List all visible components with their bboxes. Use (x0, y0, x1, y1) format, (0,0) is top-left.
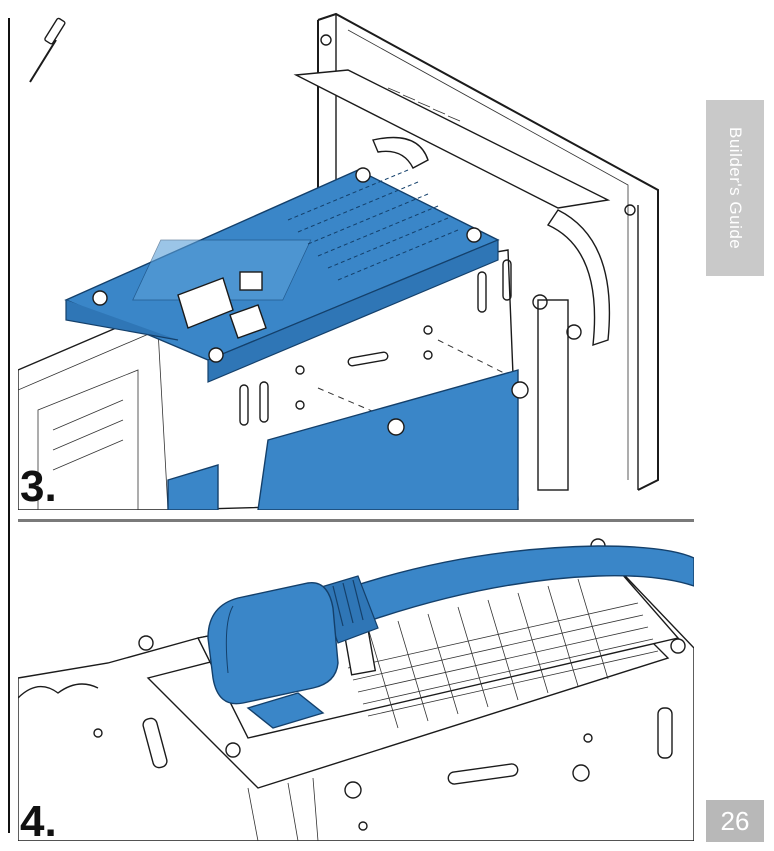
screwdriver-icon (29, 17, 66, 83)
step-number: 3. (20, 462, 57, 511)
power-cable (207, 545, 694, 705)
case-frame (293, 12, 659, 510)
section-tab: Builder's Guide (706, 100, 764, 276)
psu-unit (64, 167, 500, 383)
left-margin-rule (8, 18, 10, 833)
step-number: 4. (20, 797, 57, 846)
page-number: 26 (706, 800, 764, 842)
step-4-illustration (18, 528, 694, 841)
section-tab-label: Builder's Guide (726, 126, 745, 250)
step-3-illustration (18, 10, 694, 510)
step-divider (18, 519, 694, 522)
screw (387, 381, 529, 436)
